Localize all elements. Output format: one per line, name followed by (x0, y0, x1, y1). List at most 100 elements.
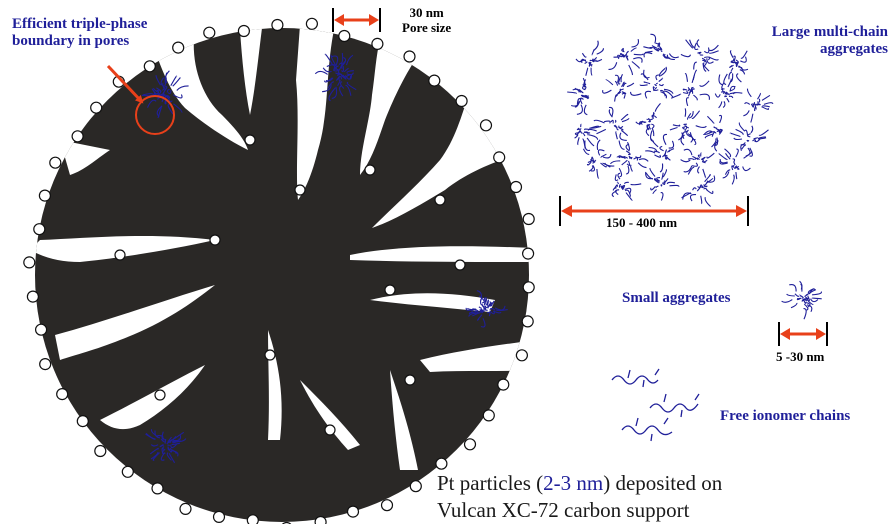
ionomer-strand (652, 189, 657, 194)
ionomer-strand (753, 107, 756, 112)
triple-phase-label: Efficient triple-phase boundary in pores (12, 16, 148, 50)
ionomer-strand (336, 74, 340, 77)
ionomer-strand (721, 82, 725, 90)
ionomer-strand (161, 446, 165, 450)
ionomer-strand (728, 71, 733, 80)
ionomer-strand (159, 444, 165, 448)
ionomer-strand (727, 78, 732, 88)
ionomer-strand (588, 134, 599, 140)
ionomer-strand (659, 48, 662, 51)
ionomer-strand (615, 131, 618, 140)
ionomer-strand (623, 181, 629, 185)
pt-particle (384, 284, 396, 296)
triple-phase-arrow (106, 64, 144, 104)
ionomer-strand (685, 39, 694, 49)
ionomer-strand (484, 309, 488, 311)
ionomer-strand (756, 102, 761, 106)
pt-particle (521, 315, 534, 328)
small-aggregate (781, 280, 823, 320)
ionomer-strand (596, 168, 600, 179)
ionomer-strand (344, 75, 352, 80)
ionomer-strand (689, 89, 693, 93)
ionomer-strand (704, 56, 711, 61)
ionomer-strand (631, 61, 640, 69)
pt-particle (143, 60, 156, 73)
ionomer-strand (486, 299, 490, 306)
ionomer-strand (697, 51, 702, 55)
ionomer-strand (167, 447, 173, 453)
ionomer-strand (654, 177, 658, 182)
ionomer-strand (325, 77, 334, 82)
ionomer-strand (691, 155, 697, 159)
ionomer-strand (700, 184, 704, 189)
ionomer-strand (340, 60, 346, 69)
ionomer-strand (668, 53, 680, 59)
ionomer-strand (670, 93, 682, 99)
pt-particle (237, 24, 250, 38)
pt-particle (428, 74, 441, 87)
ionomer-strand (483, 298, 486, 306)
caption: Pt particles (2-3 nm) deposited on Vulca… (437, 470, 722, 524)
ionomer-strand (713, 137, 719, 146)
ionomer-strand (625, 143, 630, 152)
ionomer-strand (618, 76, 621, 85)
ionomer-strand (616, 181, 620, 185)
ionomer-strand (574, 100, 581, 108)
ionomer-strand (705, 189, 714, 194)
ionomer-strand (338, 72, 343, 76)
ionomer-strand (162, 88, 166, 93)
ionomer-strand (585, 67, 589, 76)
ionomer-strand (476, 290, 483, 301)
ionomer-strand (596, 48, 605, 55)
ionomer-strand (608, 106, 614, 117)
ionomer-strand (682, 131, 685, 140)
ionomer-strand (740, 67, 749, 71)
ionomer-strand (328, 87, 336, 102)
ionomer-strand (619, 88, 624, 91)
ionomer-strand (625, 192, 633, 201)
ionomer-strand (166, 89, 170, 93)
ionomer-strand (704, 133, 714, 139)
ionomer-strand (649, 167, 656, 177)
pt-particle (172, 41, 185, 54)
pt-particle (482, 409, 495, 422)
ionomer-strand (746, 88, 752, 98)
ionomer-strand (724, 148, 732, 158)
ionomer-strand (153, 92, 160, 95)
ionomer-strand (617, 54, 623, 60)
ionomer-strand (805, 297, 810, 302)
pt-particle (435, 457, 448, 470)
ionomer-strand (166, 452, 172, 461)
ionomer-strand (657, 179, 660, 184)
ionomer-strand (812, 291, 823, 296)
pt-particle (434, 194, 446, 206)
ionomer-strand (646, 124, 650, 131)
ionomer-strand (157, 435, 164, 441)
ionomer-strand (335, 65, 340, 71)
ionomer-strand (696, 187, 701, 192)
ionomer-strand (733, 55, 736, 61)
ionomer-strand (655, 74, 660, 81)
ionomer-strand (637, 162, 647, 169)
ionomer-strand (700, 152, 702, 157)
ionomer-strand (625, 165, 630, 175)
ionomer-strand (626, 160, 631, 166)
ionomer-strand (719, 159, 728, 164)
pt-particle (38, 189, 52, 202)
ionomer-strand (734, 165, 739, 169)
ionomer-strand (704, 174, 711, 183)
ionomer-strand (661, 172, 664, 180)
ionomer-strand (735, 62, 739, 67)
ionomer-strand (718, 74, 723, 86)
ionomer-strand (480, 299, 484, 306)
ionomer-strand (794, 293, 800, 297)
ionomer-strand (803, 308, 807, 320)
ionomer-strand (731, 174, 735, 185)
ionomer-strand (614, 80, 619, 86)
ionomer-strand (807, 288, 815, 294)
ionomer-strand (669, 126, 678, 131)
ionomer-strand (659, 145, 664, 152)
ionomer-strand (590, 125, 602, 129)
ionomer-strand (584, 128, 591, 131)
